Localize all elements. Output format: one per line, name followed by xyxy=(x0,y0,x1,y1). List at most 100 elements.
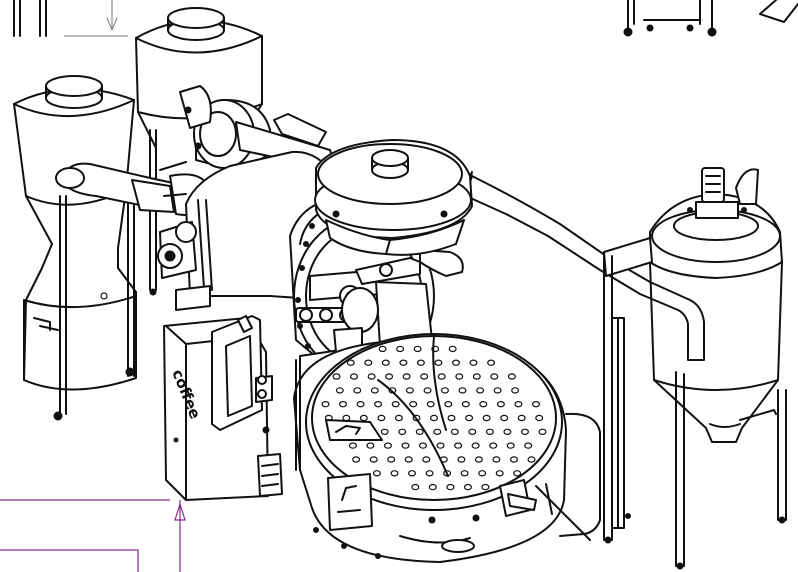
perforation-hole xyxy=(490,373,499,380)
perforation-hole xyxy=(385,373,394,380)
perforation-hole xyxy=(374,401,383,408)
perforation-hole xyxy=(381,359,390,366)
ducting xyxy=(55,85,705,361)
perforation-hole xyxy=(415,428,424,435)
perforation-hole xyxy=(425,470,434,477)
perforation-hole xyxy=(507,373,516,380)
cooling-tray xyxy=(293,333,567,563)
top-right-stand xyxy=(623,0,798,37)
perforation-hole xyxy=(369,456,378,463)
perforation-hole xyxy=(348,442,357,449)
perforation-hole xyxy=(396,345,405,353)
perforation-hole xyxy=(468,428,477,435)
perforation-hole xyxy=(457,456,466,463)
perforation-hole xyxy=(461,401,470,408)
perforation-hole xyxy=(413,345,422,353)
perforation-hole xyxy=(377,414,386,422)
perforation-hole xyxy=(506,442,515,449)
perforation-hole xyxy=(496,401,505,408)
perforation-hole xyxy=(510,456,519,463)
perforation-hole xyxy=(387,456,396,463)
perforation-hole xyxy=(350,373,359,380)
perforation-hole xyxy=(535,414,544,422)
dimension-lines xyxy=(0,499,186,572)
perforation-hole xyxy=(405,387,414,394)
perforation-hole xyxy=(335,387,344,394)
perforation-hole xyxy=(339,401,348,408)
perforation-hole xyxy=(394,414,403,422)
perforation-hole xyxy=(441,387,450,394)
perforation-hole xyxy=(489,442,498,449)
perforation-hole xyxy=(485,428,494,435)
perforation-hole xyxy=(447,414,456,422)
perforation-hole xyxy=(422,456,431,463)
perforation-hole xyxy=(538,428,547,435)
perforation-hole xyxy=(408,470,417,477)
perforation-hole xyxy=(513,470,522,477)
perforation-hole xyxy=(454,442,463,449)
perforation-hole xyxy=(452,359,461,366)
perforation-hole xyxy=(404,456,413,463)
perforation-hole xyxy=(423,387,432,394)
perforation-hole xyxy=(419,442,428,449)
perforation-hole xyxy=(416,359,425,366)
perforation-hole xyxy=(420,373,429,380)
perforation-hole xyxy=(527,456,536,463)
perforation-hole xyxy=(524,442,533,449)
perforation-hole xyxy=(409,401,418,408)
perforation-hole xyxy=(366,442,375,449)
perforation-hole xyxy=(465,414,474,422)
perforation-hole xyxy=(446,483,455,491)
control-panel: coffee xyxy=(163,315,283,501)
perforation-hole xyxy=(380,428,389,435)
perforation-hole xyxy=(503,428,512,435)
perforation-hole xyxy=(391,401,400,408)
perforation-hole xyxy=(450,428,459,435)
perforation-hole xyxy=(478,470,487,477)
perforation-hole xyxy=(472,373,481,380)
perforation-hole xyxy=(359,414,368,422)
perforation-hole xyxy=(372,470,381,477)
perforation-hole xyxy=(378,345,387,353)
perforation-hole xyxy=(430,414,439,422)
perforation-hole xyxy=(495,470,504,477)
perforation-hole xyxy=(493,387,502,394)
perforation-hole xyxy=(474,456,483,463)
dust-collector-right xyxy=(603,167,787,570)
perforation-hole xyxy=(471,442,480,449)
perforation-hole xyxy=(476,387,485,394)
perforation-hole xyxy=(321,401,330,408)
perforation-hole xyxy=(469,359,478,366)
perforation-hole xyxy=(346,359,355,366)
perforation-hole xyxy=(411,483,420,491)
cyclone-left xyxy=(13,75,137,421)
perforation-hole xyxy=(370,387,379,394)
perforation-hole xyxy=(437,373,446,380)
perforation-hole xyxy=(520,428,529,435)
perforation-hole xyxy=(458,387,467,394)
perforation-hole xyxy=(332,373,341,380)
perforation-hole xyxy=(398,428,407,435)
perforation-hole xyxy=(353,387,362,394)
perforation-hole xyxy=(426,401,435,408)
perforation-hole xyxy=(390,470,399,477)
perforation-hole xyxy=(367,373,376,380)
perforation-hole xyxy=(487,359,496,366)
perforation-hole xyxy=(444,401,453,408)
perforation-hole xyxy=(352,456,361,463)
perforation-hole xyxy=(383,442,392,449)
perforation-hole xyxy=(460,470,469,477)
perforation-hole xyxy=(511,387,520,394)
perforation-hole xyxy=(401,442,410,449)
perforation-hole xyxy=(448,345,457,353)
perforation-hole xyxy=(482,414,491,422)
perforation-hole xyxy=(455,373,464,380)
perforation-hole xyxy=(463,483,472,491)
perforation-hole xyxy=(481,483,490,491)
perforation-hole xyxy=(531,401,540,408)
perforation-hole xyxy=(364,359,373,366)
perforation-hole xyxy=(399,359,408,366)
perforation-hole xyxy=(517,414,526,422)
perforation-hole xyxy=(479,401,488,408)
